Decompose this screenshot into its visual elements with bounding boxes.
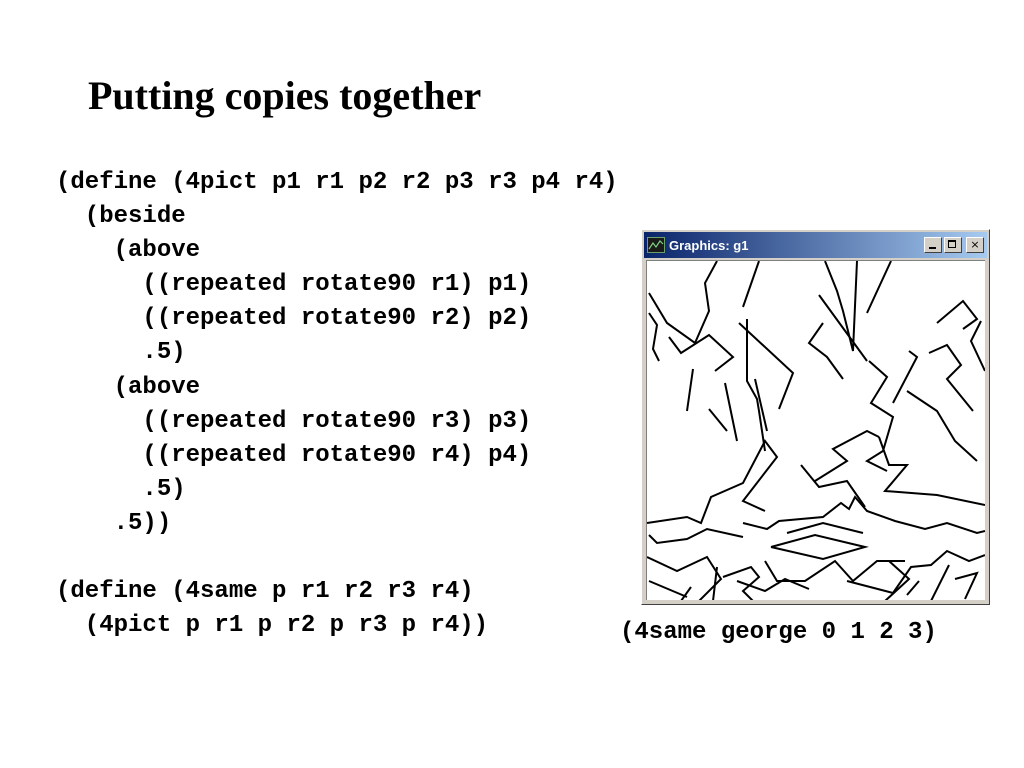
graphics-canvas[interactable] <box>646 260 985 600</box>
code-line: (above <box>56 373 201 401</box>
code-line: .5) <box>56 339 186 367</box>
maximize-button[interactable] <box>944 237 962 253</box>
code-line: .5) <box>56 475 186 503</box>
graphics-window[interactable]: Graphics: g1 × <box>641 229 990 605</box>
code-line: (4pict p r1 p r2 p r3 p r4)) <box>56 612 489 640</box>
window-titlebar[interactable]: Graphics: g1 × <box>644 232 987 258</box>
code-block: (define (4pict p1 r1 p2 r2 p3 r3 p4 r4) … <box>56 166 618 643</box>
code-line: (beside <box>56 203 186 231</box>
code-line: ((repeated rotate90 r3) p3) <box>56 407 532 435</box>
code-line: (define (4pict p1 r1 p2 r2 p3 r3 p4 r4) <box>56 169 618 196</box>
code-line: (define (4same p r1 r2 r3 r4) <box>56 578 474 606</box>
minimize-icon <box>929 247 936 249</box>
george-drawing <box>647 261 985 600</box>
slide-title: Putting copies together <box>88 73 482 118</box>
close-button[interactable]: × <box>966 237 984 253</box>
maximize-icon <box>948 240 956 248</box>
code-line: .5)) <box>56 509 172 537</box>
window-title: Graphics: g1 <box>669 237 749 253</box>
code-line: ((repeated rotate90 r1) p1) <box>56 271 532 299</box>
code-line: ((repeated rotate90 r2) p2) <box>56 305 532 333</box>
code-line <box>56 541 618 575</box>
close-icon: × <box>970 238 980 251</box>
graph-app-icon[interactable] <box>647 237 665 253</box>
code-line: (above <box>56 237 201 265</box>
minimize-button[interactable] <box>924 237 942 253</box>
caption: (4same george 0 1 2 3) <box>620 619 937 646</box>
code-line: ((repeated rotate90 r4) p4) <box>56 441 532 469</box>
